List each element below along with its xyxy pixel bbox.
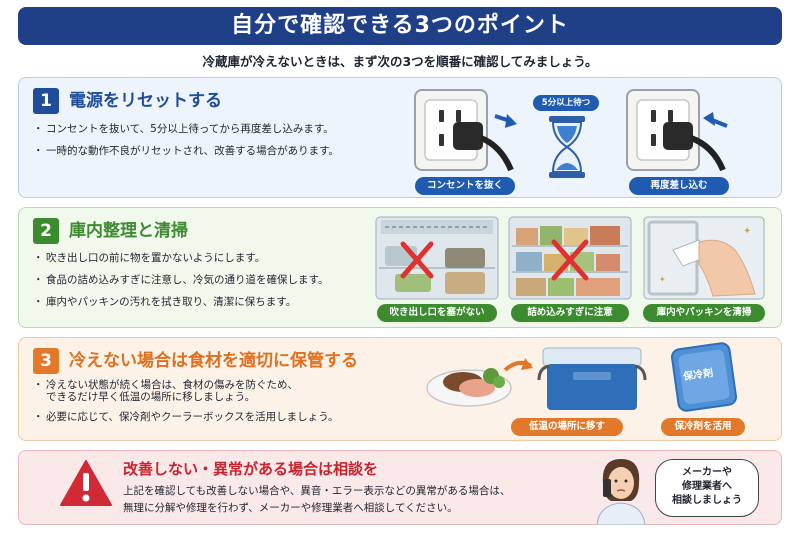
food-plate-icon (426, 358, 533, 407)
section-clean-organize: 2 庫内整理と清掃 吹き出し口の前に物を置かないようにします。 食品の詰め込みす… (18, 207, 782, 328)
vent-label: 吹き出し口を塞がない (377, 304, 497, 322)
page-subtitle: 冷蔵庫が冷えないときは、まず次の3つを順番に確認してみましょう。 (202, 54, 598, 69)
bullet-item: 吹き出し口の前に物を置かないようにします。 (33, 252, 328, 264)
outlet-replug-icon (626, 89, 728, 172)
bubble-line: 相談しましょう (672, 495, 742, 506)
section-heading: 電源をリセットする (69, 91, 222, 111)
speech-bubble: メーカーや 修理業者へ 相談しましょう (655, 459, 759, 517)
unplug-label: コンセントを抜く (415, 177, 515, 195)
warning-consult-section: 改善しない・異常がある場合は相談を 上記を確認しても改善しない場合や、異音・エラ… (18, 450, 782, 525)
warning-triangle-icon (60, 460, 112, 506)
svg-text:✦: ✦ (743, 226, 751, 237)
outlet-unplug-icon (414, 89, 517, 172)
section-bullets: コンセントを抜いて、5分以上待ってから再度差し込みます。 一時的な動作不良がリセ… (33, 123, 339, 167)
section-number: 1 (33, 88, 59, 114)
warning-line: 上記を確認しても改善しない場合や、異音・エラー表示などの異常がある場合は、 (123, 485, 511, 497)
bullet-item: 必要に応じて、保冷剤やクーラーボックスを活用しましょう。 (33, 411, 339, 423)
section-power-reset: 1 電源をリセットする コンセントを抜いて、5分以上待ってから再度差し込みます。… (18, 77, 782, 198)
page-title: 自分で確認できる3つのポイント (18, 7, 782, 45)
bullet-item: 食品の詰め込みすぎに注意し、冷気の通り道を確保します。 (33, 274, 328, 286)
section-heading: 冷えない場合は食材を適切に保管する (69, 351, 358, 371)
section-food-storage: 3 冷えない場合は食材を適切に保管する 冷えない状態が続く場合は、食材の傷みを防… (18, 337, 782, 441)
ice-pack-label: 保冷剤を活用 (661, 418, 745, 436)
bullet-item: 庫内やパッキンの汚れを拭き取り、清潔に保ちます。 (33, 296, 328, 308)
section-bullets: 吹き出し口の前に物を置かないようにします。 食品の詰め込みすぎに注意し、冷気の通… (33, 252, 328, 318)
overfill-label: 詰め込みすぎに注意 (511, 304, 629, 322)
warning-line: 無理に分解や修理を行わず、メーカーや修理業者へ相談してください。 (123, 502, 458, 514)
ice-pack-icon (671, 342, 737, 412)
wait-label: 5分以上待つ (533, 95, 599, 111)
fridge-vent-blocked-icon (375, 216, 499, 300)
cooler-box-icon (537, 347, 647, 410)
hourglass-icon (549, 116, 585, 178)
section-heading: 庫内整理と清掃 (69, 221, 188, 241)
fridge-overfilled-icon (508, 216, 632, 300)
warning-body: 上記を確認しても改善しない場合や、異音・エラー表示などの異常がある場合は、 無理… (123, 483, 510, 517)
bubble-line: 修理業者へ (682, 481, 732, 492)
svg-text:✦: ✦ (659, 275, 666, 284)
person-phone-icon (596, 459, 646, 525)
bullet-item: コンセントを抜いて、5分以上待ってから再度差し込みます。 (33, 123, 339, 135)
wipe-gasket-icon: ✦ ✦ (643, 216, 765, 300)
bullet-item: 冷えない状態が続く場合は、食材の傷みを防ぐため、 できるだけ早く低温の場所に移し… (33, 379, 339, 403)
warning-heading: 改善しない・異常がある場合は相談を (123, 460, 379, 478)
section-number: 3 (33, 348, 59, 374)
bullet-item: 一時的な動作不良がリセットされ、改善する場合があります。 (33, 145, 339, 157)
section-number: 2 (33, 218, 59, 244)
move-cold-label: 低温の場所に移す (511, 418, 623, 436)
clean-label: 庫内やパッキンを清掃 (643, 304, 765, 322)
bubble-line: メーカーや (682, 467, 732, 478)
section-bullets: 冷えない状態が続く場合は、食材の傷みを防ぐため、 できるだけ早く低温の場所に移し… (33, 379, 339, 431)
bullet-line: 冷えない状態が続く場合は、食材の傷みを防ぐため、 (46, 379, 298, 391)
bullet-line: できるだけ早く低温の場所に移しましょう。 (46, 391, 256, 403)
replug-label: 再度差し込む (629, 177, 729, 195)
